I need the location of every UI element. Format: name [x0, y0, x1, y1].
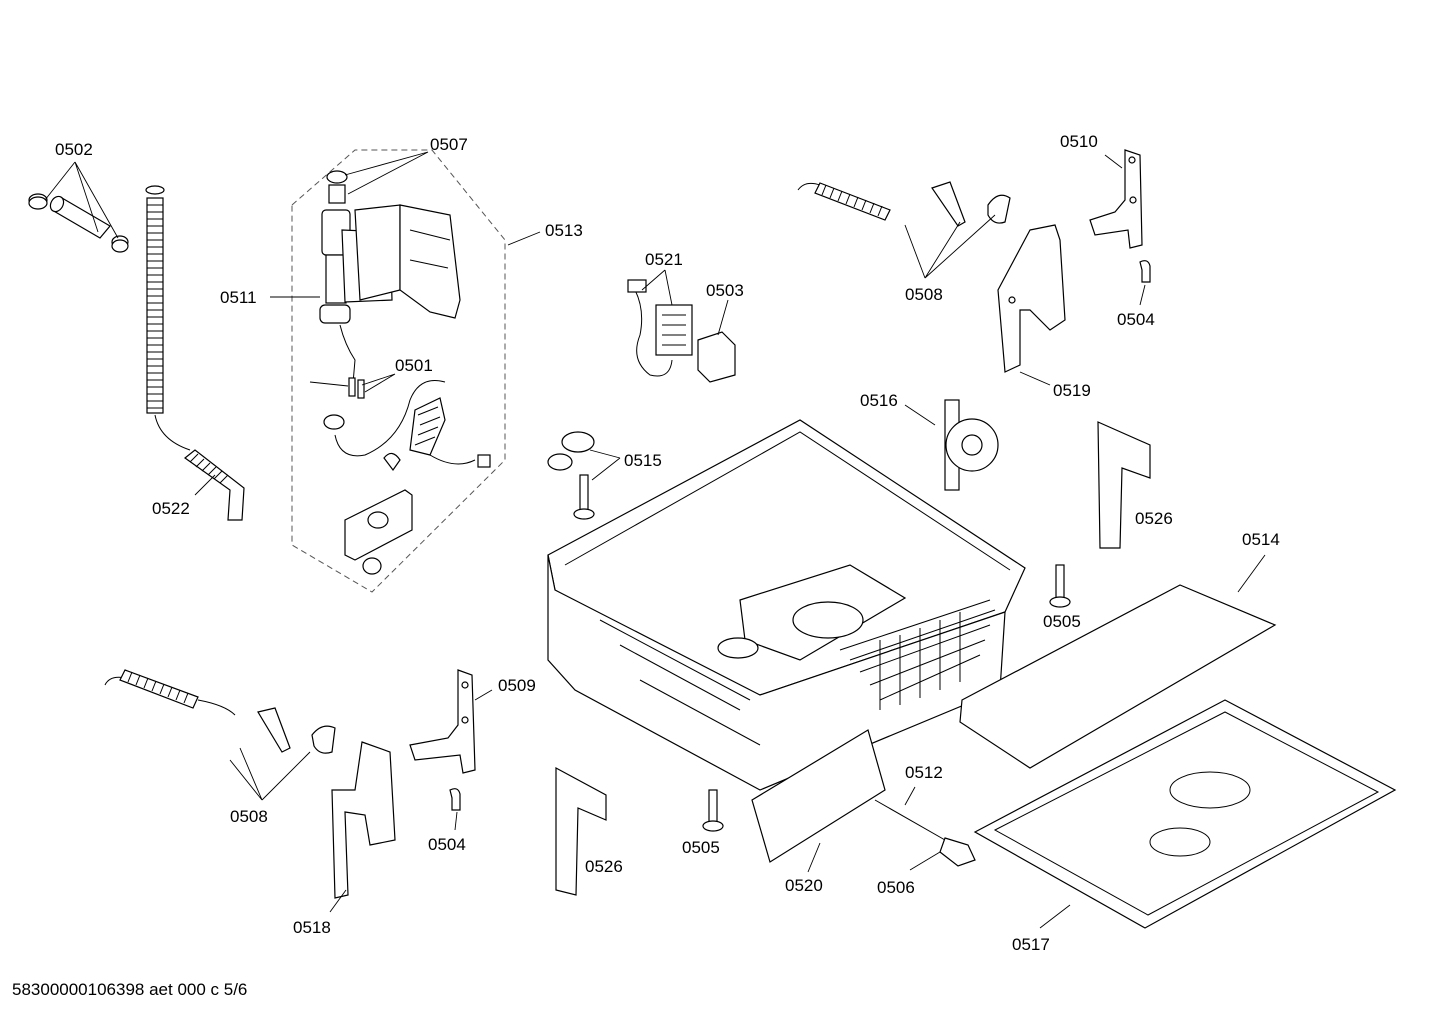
label-0515: 0515 — [624, 451, 662, 470]
label-0503: 0503 — [706, 281, 744, 300]
bracket-0513 — [344, 489, 413, 575]
fill-hose-section — [334, 380, 491, 472]
cable-0521 — [627, 279, 693, 377]
label-0519: 0519 — [1053, 381, 1091, 400]
label-0526-right: 0526 — [1135, 509, 1173, 528]
label-0506: 0506 — [877, 878, 915, 897]
base-tub — [547, 419, 1026, 791]
screw-0505-center — [702, 789, 724, 832]
label-0504-top: 0504 — [1117, 310, 1155, 329]
base-pan-0517 — [973, 699, 1397, 929]
label-0518: 0518 — [293, 918, 331, 937]
plate-0526-right — [1097, 421, 1151, 549]
spring-0508-bottom — [104, 669, 236, 716]
wire-0501 — [323, 324, 365, 430]
screw-0505-right — [1049, 564, 1071, 608]
plate-0526-left — [555, 766, 607, 896]
label-0505-right: 0505 — [1043, 612, 1081, 631]
hose-elbow-0522 — [184, 449, 245, 521]
screw-0515 — [573, 474, 595, 520]
document-code: 58300000106398 aet 000 c 5/6 — [12, 980, 248, 999]
label-0516: 0516 — [860, 391, 898, 410]
part-labels: 0502 0507 0513 0511 0501 0522 0521 0503 … — [55, 132, 1280, 954]
cover-0513 — [354, 204, 461, 319]
corrugated-hose — [145, 185, 191, 451]
label-0512: 0512 — [905, 763, 943, 782]
label-0508-bottom: 0508 — [230, 807, 268, 826]
label-0501: 0501 — [395, 356, 433, 375]
hinge-lever-0508-top — [931, 181, 966, 227]
hinge-bracket-0509 — [409, 669, 476, 774]
panel-0514 — [959, 584, 1277, 769]
label-0522: 0522 — [152, 499, 190, 518]
pump-0516 — [944, 399, 999, 491]
group-outline-0513 — [291, 149, 506, 593]
label-0511: 0511 — [220, 288, 257, 307]
label-0510: 0510 — [1060, 132, 1098, 151]
label-0509: 0509 — [498, 676, 536, 695]
hinge-bracket-0510 — [1089, 149, 1143, 249]
leader-lines — [44, 151, 1266, 929]
clamp-0502-left — [28, 193, 48, 210]
connector-0506 — [874, 799, 976, 867]
label-0526-left: 0526 — [585, 857, 623, 876]
hinge-plate-0519 — [997, 224, 1066, 373]
hinge-lever-0508-bottom — [257, 707, 291, 753]
connector-0503 — [697, 331, 736, 383]
hinge-plate-0518 — [331, 741, 396, 899]
plinth-0520 — [751, 729, 886, 863]
hook-0504-top — [1139, 260, 1151, 283]
hook-0504-bottom — [449, 788, 461, 811]
label-0517: 0517 — [1012, 935, 1050, 954]
cap-0508-bottom — [311, 725, 336, 754]
label-0520: 0520 — [785, 876, 823, 895]
label-0513: 0513 — [545, 221, 583, 240]
label-0502: 0502 — [55, 140, 93, 159]
label-0514: 0514 — [1242, 530, 1280, 549]
label-0521: 0521 — [645, 250, 683, 269]
label-0505-center: 0505 — [682, 838, 720, 857]
clamp-0502-right — [111, 235, 129, 253]
sleeve-0502 — [49, 195, 111, 239]
gear-0515 — [547, 431, 595, 471]
spring-0508-top — [797, 182, 891, 221]
label-0508-top: 0508 — [905, 285, 943, 304]
label-0507: 0507 — [430, 135, 468, 154]
label-0504-bottom: 0504 — [428, 835, 466, 854]
